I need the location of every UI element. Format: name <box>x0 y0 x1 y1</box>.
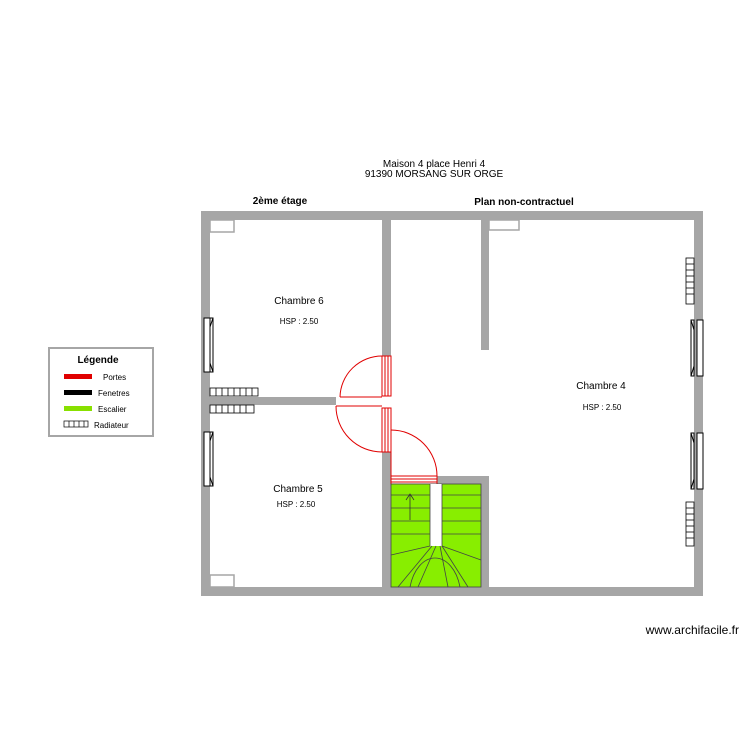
door-ch5 <box>335 405 392 453</box>
legend-label-portes: Portes <box>103 373 126 382</box>
wall-left <box>201 211 210 596</box>
doors <box>335 355 438 485</box>
wall-center-lower <box>382 452 391 596</box>
wall-right <box>694 211 703 596</box>
legend-label-escalier: Escalier <box>98 405 127 414</box>
door-ch4 <box>390 429 438 485</box>
legend-swatch-fenetres <box>64 390 92 395</box>
legend-label-fenetres: Fenetres <box>98 389 130 398</box>
address-line-2: 91390 MORSANG SUR ORGE <box>365 169 504 180</box>
legend-title: Légende <box>77 355 119 366</box>
room-hsp-ch5: HSP : 2.50 <box>277 500 316 509</box>
wall-center-upper <box>382 211 391 356</box>
wall-stair-right <box>481 476 489 596</box>
watermark: www.archifacile.fr <box>645 623 739 637</box>
radiators <box>209 257 695 547</box>
floor-label: 2ème étage <box>253 196 308 207</box>
legend-swatch-portes <box>64 374 92 379</box>
window-ch4-lower <box>696 432 704 490</box>
wall-ch4-partition <box>481 220 489 350</box>
legend-swatch-escalier <box>64 406 92 411</box>
staircase <box>390 483 482 588</box>
legend-swatch-radiateur <box>63 420 89 428</box>
room-name-ch6: Chambre 6 <box>274 296 324 307</box>
radiator-ch6 <box>209 387 259 397</box>
door-ch6 <box>339 355 392 398</box>
windows-left <box>203 317 214 487</box>
wall-top <box>201 211 703 220</box>
address-line-1: Maison 4 place Henri 4 <box>383 159 486 170</box>
disclaimer-label: Plan non-contractuel <box>474 197 574 208</box>
room-hsp-ch6: HSP : 2.50 <box>280 317 319 326</box>
walls <box>201 211 703 596</box>
legend-label-radiateur: Radiateur <box>94 421 129 430</box>
window-ch5 <box>203 431 211 487</box>
radiator-ch5 <box>209 404 255 414</box>
legend: Légende Portes Fenetres Escalier Radiate… <box>48 347 154 437</box>
wall-ch6-ch5 <box>210 397 336 405</box>
room-name-ch5: Chambre 5 <box>273 484 323 495</box>
window-ch4-upper <box>696 319 704 377</box>
wall-bottom <box>201 587 703 596</box>
radiator-ch4-lower <box>685 501 695 547</box>
room-name-ch4: Chambre 4 <box>576 381 626 392</box>
wall-notches <box>209 219 520 588</box>
room-hsp-ch4: HSP : 2.50 <box>583 403 622 412</box>
windows-right <box>690 319 704 490</box>
window-ch6 <box>203 317 211 373</box>
radiator-ch4-upper <box>685 257 695 305</box>
wall-stair-top <box>391 476 489 484</box>
